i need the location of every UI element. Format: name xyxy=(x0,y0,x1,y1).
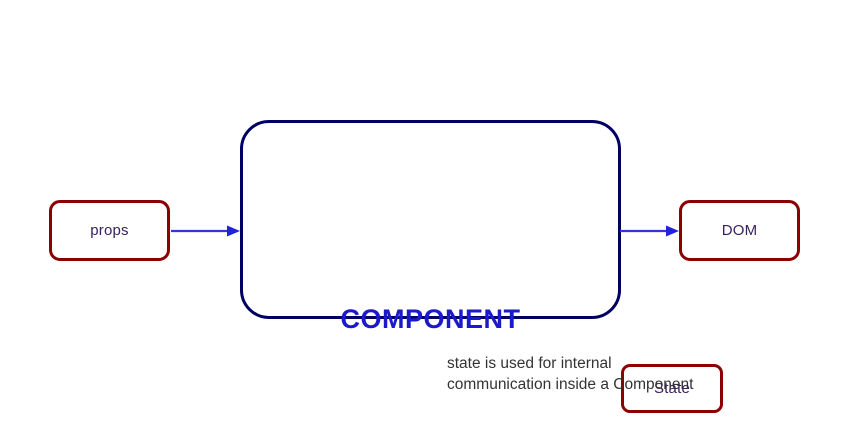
arrow-props-to-component xyxy=(171,224,241,238)
node-component[interactable]: COMPONENT State xyxy=(240,120,723,413)
node-dom-label: DOM xyxy=(721,222,758,239)
arrow-component-to-dom xyxy=(620,224,680,238)
caption-text: state is used for internal communication… xyxy=(447,355,694,393)
node-state[interactable]: State xyxy=(621,364,723,413)
node-dom[interactable]: DOM xyxy=(679,200,800,261)
node-props[interactable]: props xyxy=(49,200,170,261)
node-component-label: COMPONENT xyxy=(340,304,521,334)
node-state-label: State xyxy=(653,380,691,397)
node-props-label: props xyxy=(90,222,129,239)
